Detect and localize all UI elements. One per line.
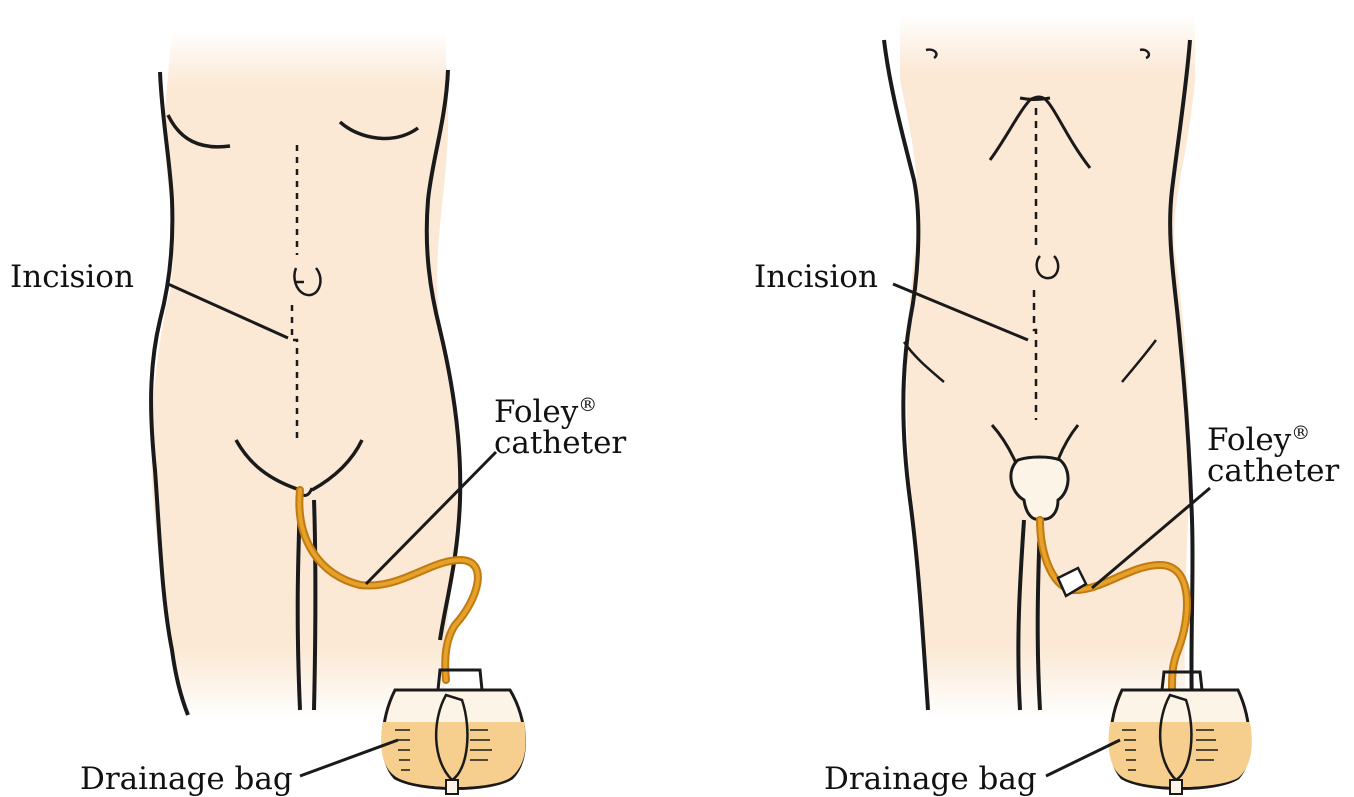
male-foley-label-line2: catheter <box>1207 456 1339 487</box>
male-foley-label: Foley® catheter <box>1207 424 1339 487</box>
female-bag-valve <box>446 780 458 794</box>
female-foley-registered-mark: ® <box>578 394 597 416</box>
male-figure <box>884 14 1252 794</box>
male-bag-valve <box>1170 780 1182 794</box>
male-drainage-leader <box>1046 740 1120 776</box>
male-foley-registered-mark: ® <box>1291 422 1310 444</box>
male-torso-fill <box>900 14 1195 720</box>
female-foley-label-line2: catheter <box>494 428 626 459</box>
female-incision-label: Incision <box>10 262 134 293</box>
female-drainage-bag <box>381 670 526 794</box>
male-drainage-label: Drainage bag <box>824 764 1037 795</box>
female-torso-fill <box>151 30 461 720</box>
female-bag-urine <box>381 722 526 787</box>
male-incision-label: Incision <box>754 262 878 293</box>
female-leg-inner-right <box>314 500 316 710</box>
female-foley-label: Foley® catheter <box>494 396 626 459</box>
female-figure <box>151 30 526 794</box>
male-drainage-bag <box>1109 672 1252 794</box>
female-drainage-label: Drainage bag <box>80 764 293 795</box>
